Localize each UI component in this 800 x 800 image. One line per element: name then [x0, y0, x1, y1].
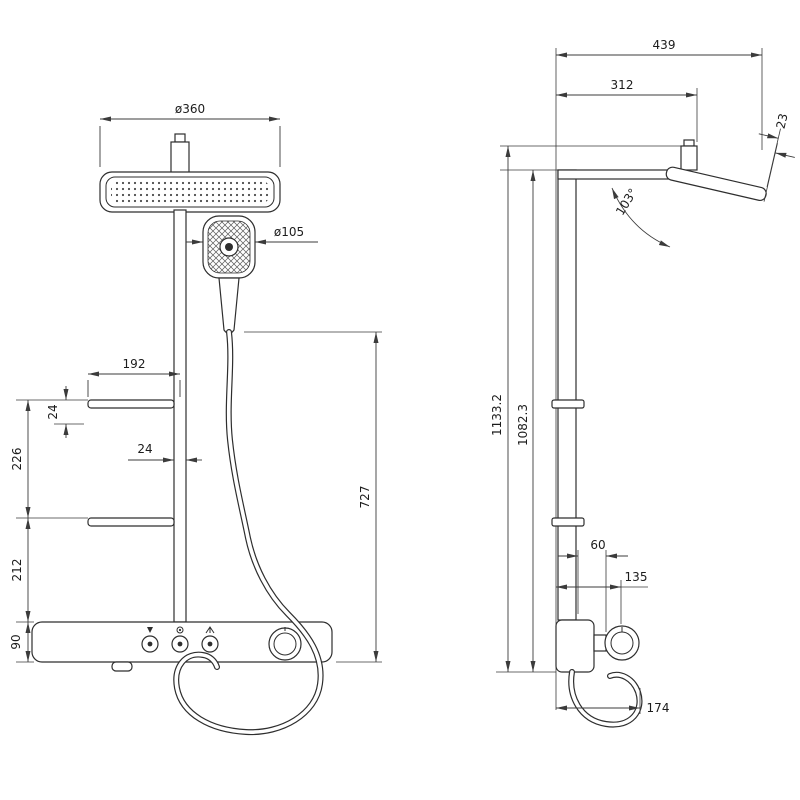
- dim-label-drop-height: 727: [358, 486, 372, 509]
- dim-label-lower-span: 212: [10, 559, 24, 582]
- dim-overall-height: 1133.2: [490, 145, 690, 673]
- dim-label-valve-depth: 135: [625, 570, 648, 584]
- dim-label-head-diameter: ø360: [175, 102, 205, 116]
- dim-label-shelf-spacing: 226: [10, 448, 24, 471]
- diverter-button-2: [171, 635, 189, 653]
- dim-head-diameter: ø360: [99, 102, 281, 167]
- dim-shelf-drop: 24: [46, 386, 69, 438]
- dim-hose-depth: 174: [556, 688, 669, 715]
- head-stem-side: [680, 139, 698, 171]
- base-outlet: [111, 661, 133, 672]
- dim-label-base-height: 90: [9, 634, 23, 649]
- dim-label-shelf-width: 192: [123, 357, 146, 371]
- spray-mode-icon-3: [205, 626, 215, 634]
- dim-arm-reach: 312: [556, 78, 698, 142]
- dim-label-hand-diameter: ø105: [274, 225, 304, 239]
- diverter-button-3: [201, 635, 219, 653]
- riser-column-side: [557, 169, 577, 621]
- valve-knob-side: [593, 625, 640, 661]
- dim-head-angle: 103°: [611, 186, 671, 248]
- dim-overall-depth: 439: [556, 38, 763, 150]
- dim-label-head-angle: 103°: [613, 186, 640, 218]
- diverter-button-1: [141, 635, 159, 653]
- dim-drop-height: 727: [244, 331, 382, 663]
- dim-label-shelf-drop: 24: [46, 404, 60, 419]
- dim-label-column-width: 24: [137, 442, 152, 456]
- shelf-lower: [87, 517, 175, 527]
- hand-shower-button: [225, 243, 233, 251]
- mixer-base: [31, 621, 333, 672]
- rain-shower-head: [99, 133, 281, 213]
- side-view: 439 312 1133.2 1082.3: [490, 38, 795, 728]
- dim-bar-height: 1082.3: [500, 169, 558, 672]
- dim-valve-depth: 135: [556, 570, 648, 624]
- hand-shower-handle: [218, 277, 240, 335]
- dim-valve-offset: 60: [558, 538, 628, 632]
- nozzle-pattern: [111, 181, 269, 203]
- dim-label-overall-depth: 439: [653, 38, 676, 52]
- dim-label-hose-depth: 174: [647, 701, 670, 715]
- riser-column: [173, 209, 187, 623]
- spray-mode-icon-1: [147, 627, 153, 633]
- dim-label-head-edge: 23: [774, 112, 791, 130]
- shelf-lower-side: [551, 517, 585, 527]
- hose-loop-side: [568, 669, 643, 728]
- dim-label-overall-height: 1133.2: [490, 394, 504, 436]
- shelf-upper-side: [551, 399, 585, 409]
- dim-column-width: 24: [128, 442, 202, 463]
- hand-shower: [202, 215, 256, 335]
- mixer-base-side: [555, 619, 595, 673]
- dim-label-valve-offset: 60: [590, 538, 605, 552]
- dim-shelf-width: 192: [87, 357, 181, 397]
- temperature-knob: [268, 627, 302, 661]
- hand-shower-hose: [173, 329, 324, 736]
- dim-base-height: 90: [9, 622, 31, 662]
- dim-label-arm-reach: 312: [611, 78, 634, 92]
- spray-mode-icon-2: [176, 626, 184, 634]
- rain-head-side: [665, 166, 767, 202]
- front-view: ø360 ø105: [9, 102, 382, 736]
- dim-shelf-spacing: 226: [10, 400, 31, 518]
- extension-lines-left: [16, 399, 88, 663]
- dim-hand-diameter: ø105: [186, 225, 318, 245]
- dim-lower-span: 212: [10, 518, 31, 622]
- dim-label-bar-height: 1082.3: [516, 404, 530, 446]
- dim-head-edge: 23: [758, 112, 795, 202]
- shelf-upper: [87, 399, 175, 409]
